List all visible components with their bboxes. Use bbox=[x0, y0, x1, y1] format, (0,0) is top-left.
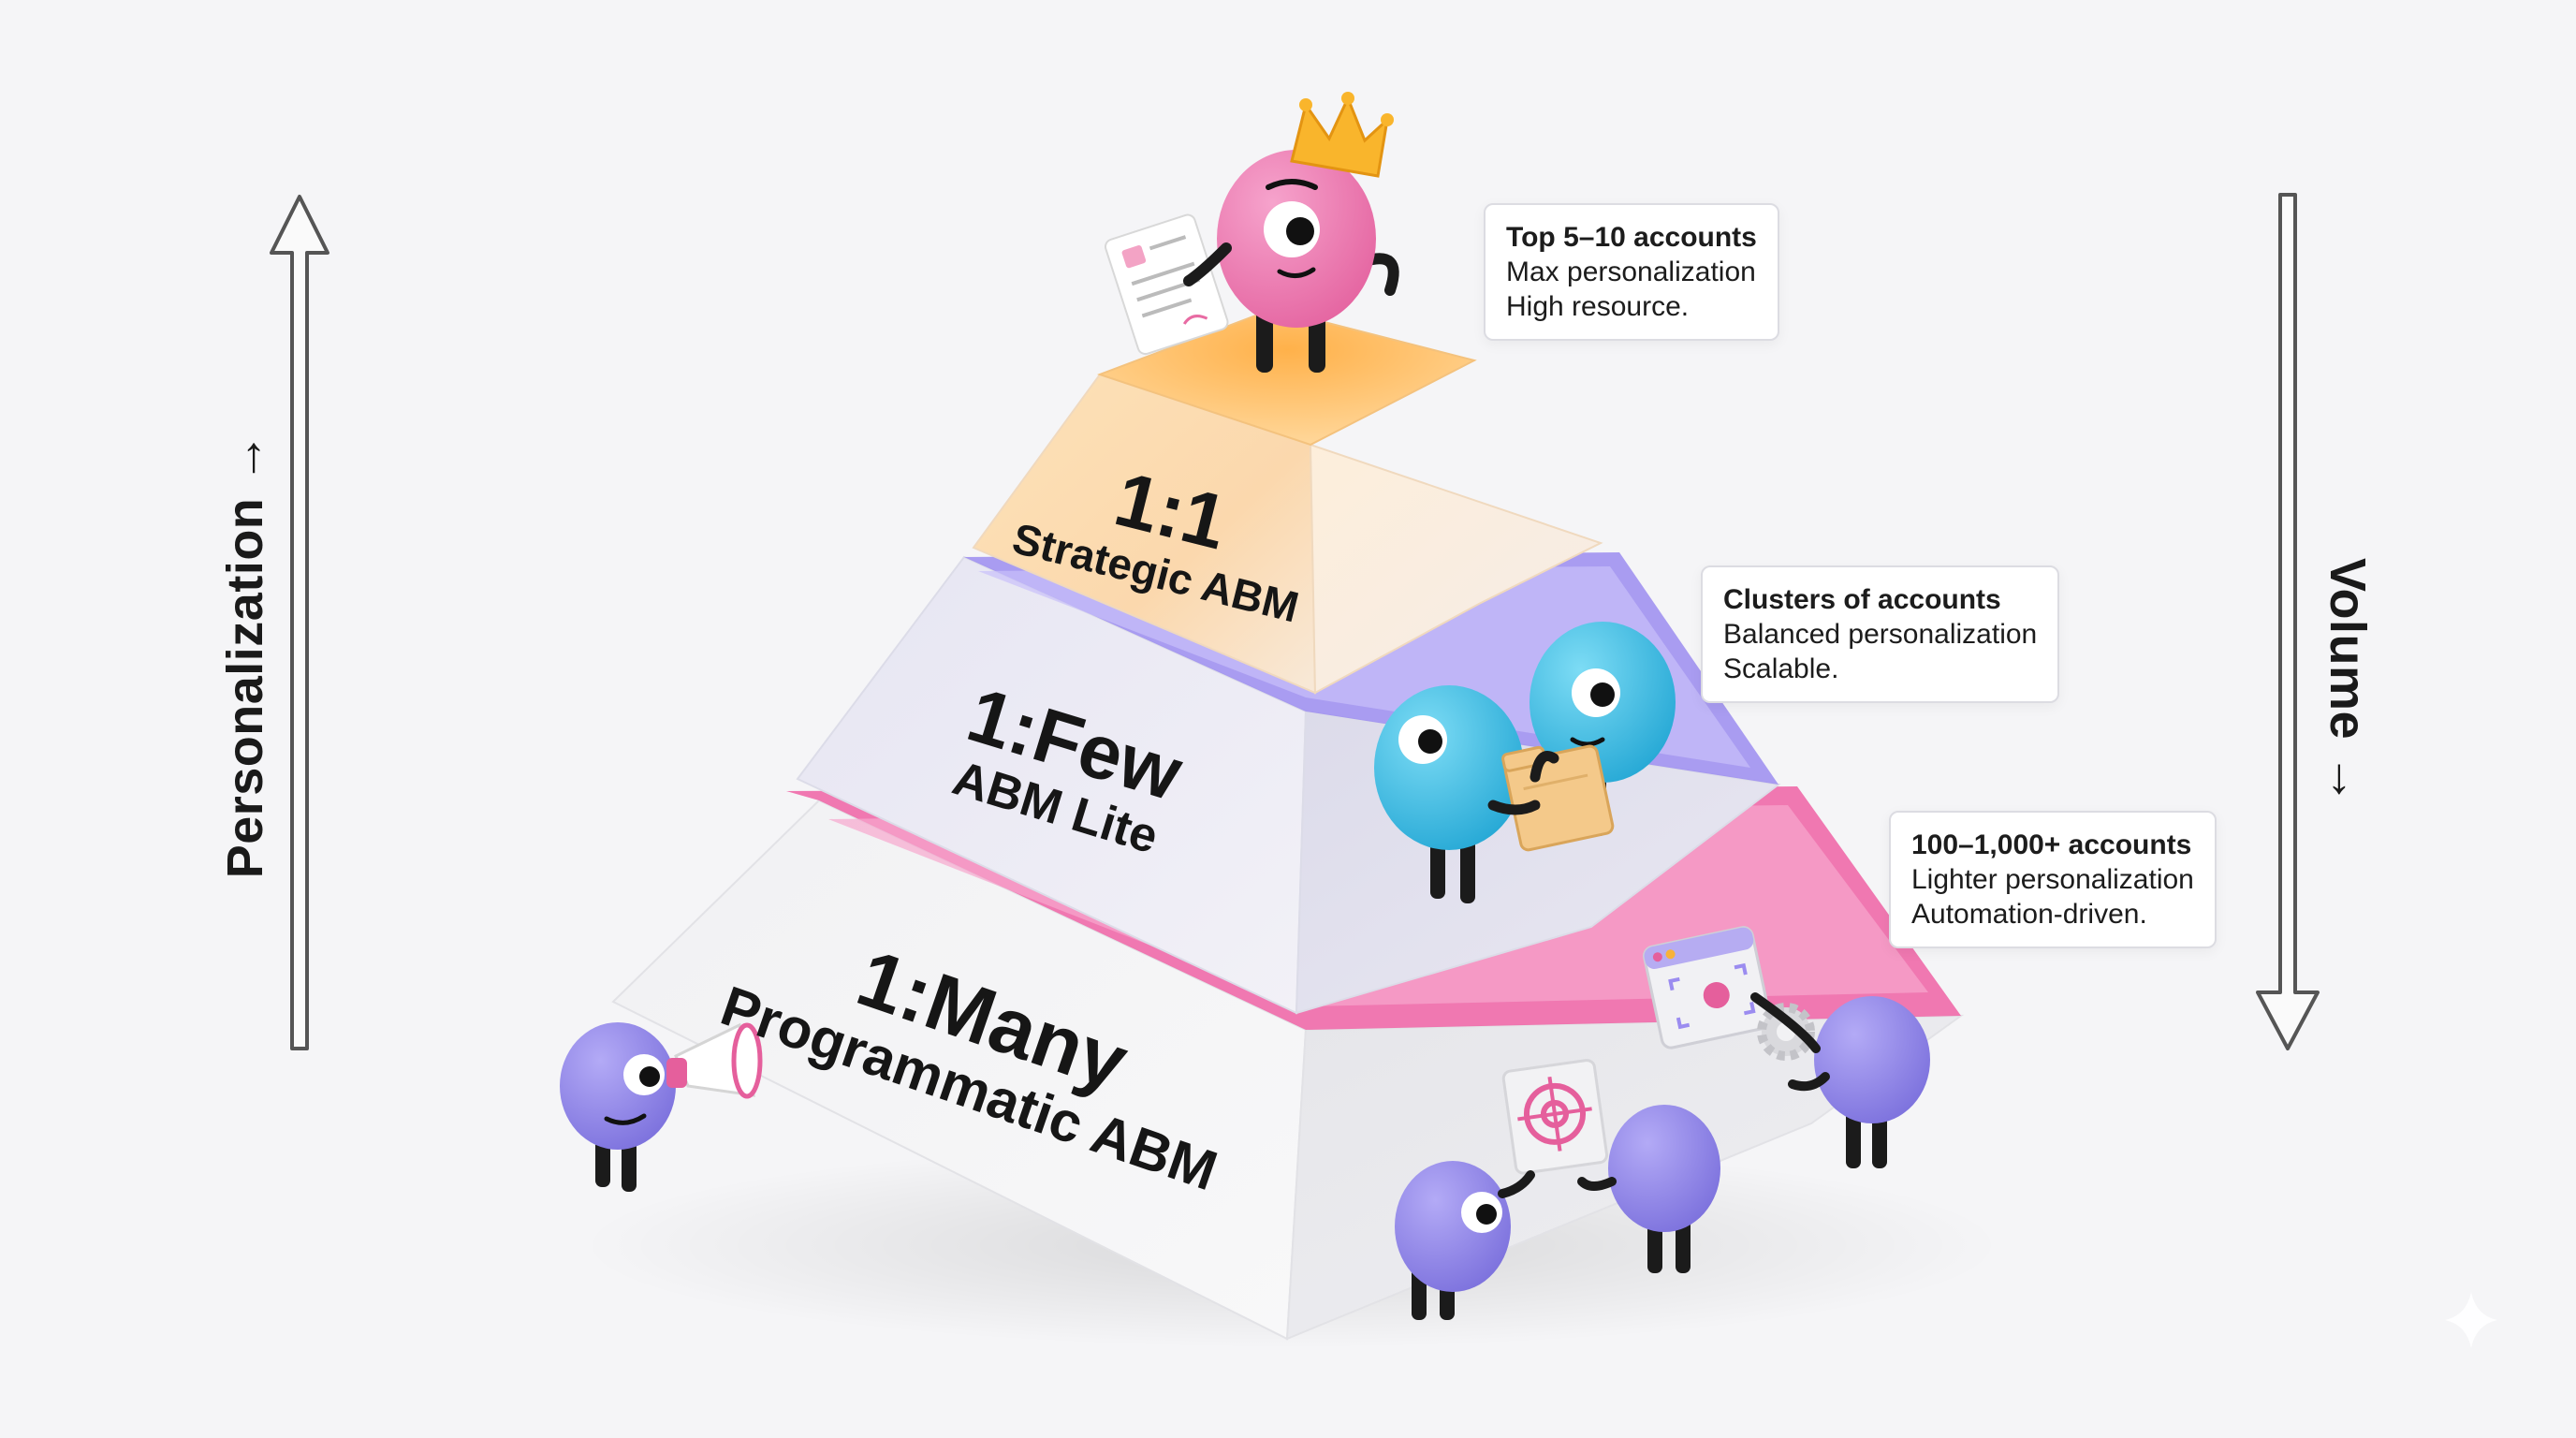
tier-top bbox=[972, 307, 1603, 695]
callout-top-line1: Max personalization bbox=[1506, 257, 1756, 287]
callout-middle-line1: Balanced personalization bbox=[1723, 619, 2038, 650]
callout-bottom-line1: Lighter personalization bbox=[1911, 864, 2194, 895]
callout-bottom-line2: Automation-driven. bbox=[1911, 899, 2147, 930]
sparkle-icon bbox=[2445, 1292, 2497, 1348]
document-icon bbox=[1104, 213, 1229, 356]
crown-icon bbox=[1290, 92, 1394, 178]
purple-megaphone-character bbox=[560, 1022, 763, 1192]
volume-label-text: Volume bbox=[2320, 557, 2376, 741]
volume-axis-label: Volume → bbox=[2319, 558, 2377, 805]
arrow-up-icon: → bbox=[217, 432, 273, 484]
target-icon bbox=[1501, 1059, 1609, 1175]
callout-top: Top 5–10 accounts Max personalization Hi… bbox=[1484, 203, 1779, 341]
callout-middle: Clusters of accounts Balanced personaliz… bbox=[1701, 565, 2060, 703]
browser-window-icon bbox=[1643, 926, 1772, 1049]
volume-arrow bbox=[2256, 193, 2320, 1050]
callout-middle-title: Clusters of accounts bbox=[1723, 584, 2001, 615]
personalization-axis-label: Personalization → bbox=[216, 433, 274, 879]
callout-top-line2: High resource. bbox=[1506, 291, 1690, 322]
pink-character bbox=[1104, 92, 1399, 373]
purple-target-characters bbox=[1395, 1059, 1720, 1320]
arrow-down-icon: → bbox=[2320, 754, 2376, 806]
callout-bottom-title: 100–1,000+ accounts bbox=[1911, 829, 2192, 860]
folder-icon bbox=[1501, 744, 1615, 852]
megaphone-icon bbox=[666, 1022, 763, 1099]
purple-browser-character bbox=[1643, 926, 1930, 1168]
personalization-label-text: Personalization bbox=[217, 497, 273, 879]
personalization-arrow bbox=[270, 195, 329, 1050]
blue-characters bbox=[1374, 622, 1676, 903]
callout-middle-line2: Scalable. bbox=[1723, 653, 1839, 684]
callout-bottom: 100–1,000+ accounts Lighter personalizat… bbox=[1889, 811, 2217, 948]
callout-top-title: Top 5–10 accounts bbox=[1506, 222, 1757, 253]
